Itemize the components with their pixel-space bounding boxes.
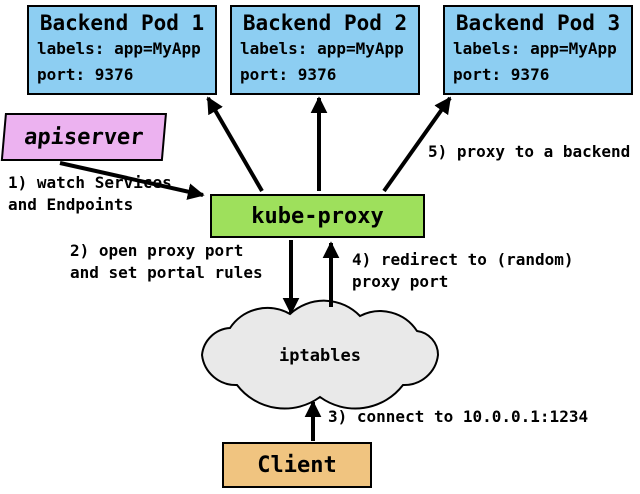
note-step4-redirect: 4) redirect to (random) proxy port <box>352 249 574 293</box>
backend-pod-2-title: Backend Pod 2 <box>242 11 408 35</box>
arrow-kube-proxy-to-pod-3 <box>382 96 452 193</box>
note-step3-line1: 3) connect to 10.0.0.1:1234 <box>328 407 589 426</box>
kube-proxy-box: kube-proxy <box>210 194 425 238</box>
note-step1-line1: 1) watch Services <box>8 173 172 192</box>
note-step5-line1: 5) proxy to a backend <box>428 142 631 161</box>
client-box: Client <box>222 442 372 488</box>
backend-pod-1-box: Backend Pod 1 labels: app=MyApp port: 93… <box>27 5 217 95</box>
note-step1-line2: and Endpoints <box>8 195 134 214</box>
backend-pod-2-port: port: 9376 <box>240 65 337 84</box>
note-step2-line2: and set portal rules <box>70 263 263 282</box>
backend-pod-3-labels: labels: app=MyApp <box>453 39 617 58</box>
iptables-cloud <box>200 299 440 410</box>
backend-pod-2-box: Backend Pod 2 labels: app=MyApp port: 93… <box>230 5 420 95</box>
backend-pod-3-port: port: 9376 <box>453 65 550 84</box>
backend-pod-1-port: port: 9376 <box>37 65 134 84</box>
note-step5-proxy-to-backend: 5) proxy to a backend <box>428 141 630 163</box>
note-step2-open-proxy-port: 2) open proxy port and set portal rules <box>70 240 263 284</box>
backend-pod-1-labels: labels: app=MyApp <box>37 39 201 58</box>
kube-proxy-label: kube-proxy <box>251 203 384 229</box>
apiserver-box: apiserver <box>0 113 168 161</box>
iptables-label: iptables <box>279 346 361 366</box>
note-step4-line2: proxy port <box>352 272 449 291</box>
backend-pod-2-labels: labels: app=MyApp <box>240 39 404 58</box>
backend-pod-3-box: Backend Pod 3 labels: app=MyApp port: 93… <box>443 5 633 95</box>
backend-pod-3-title: Backend Pod 3 <box>455 11 621 35</box>
backend-pod-1-title: Backend Pod 1 <box>39 11 205 35</box>
apiserver-label: apiserver <box>23 124 145 150</box>
arrow-kube-proxy-to-pod-1 <box>206 96 264 193</box>
note-step4-line1: 4) redirect to (random) <box>352 250 574 269</box>
client-label: Client <box>257 452 337 478</box>
note-step1-watch-services: 1) watch Services and Endpoints <box>8 172 172 216</box>
arrow-apiserver-to-kube-proxy <box>59 161 205 200</box>
note-step3-connect: 3) connect to 10.0.0.1:1234 <box>328 406 588 428</box>
note-step2-line1: 2) open proxy port <box>70 241 244 260</box>
